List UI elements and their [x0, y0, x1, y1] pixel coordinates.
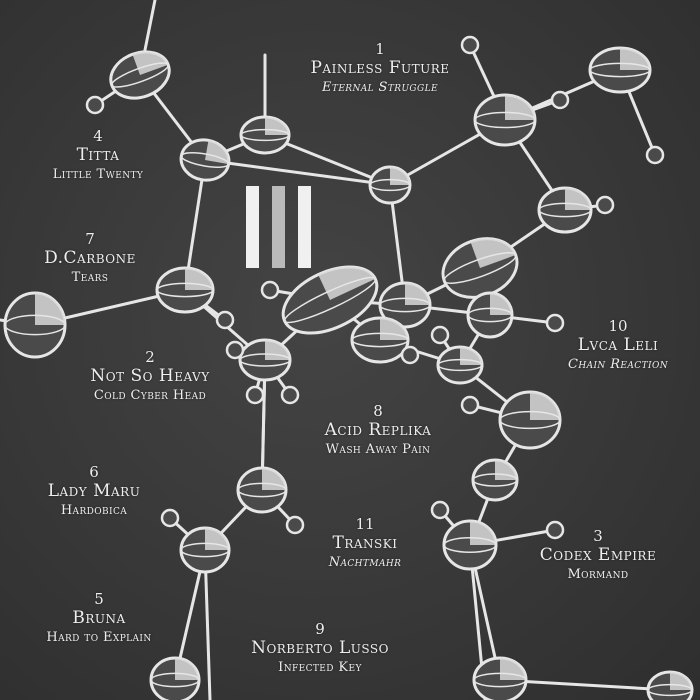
atom — [466, 291, 514, 339]
hydrogen-atom — [285, 515, 305, 535]
atom — [588, 46, 652, 94]
track-title: Mormand — [567, 567, 629, 582]
track-11: 11 Transki Nachtmahr — [255, 515, 475, 571]
track-number: 10 — [608, 317, 628, 335]
track-number: 8 — [373, 402, 383, 420]
atom — [238, 338, 292, 382]
hydrogen-atom — [280, 385, 300, 405]
atom — [442, 519, 498, 571]
track-title: Little Twenty — [52, 167, 144, 182]
track-artist: Painless Future — [310, 58, 450, 78]
track-10: 10 Lvca Leli Chain Reaction — [508, 317, 700, 373]
track-title: Infected Key — [278, 660, 362, 675]
track-number: 2 — [145, 348, 155, 366]
logo — [246, 186, 312, 268]
track-artist: Acid Replika — [324, 420, 432, 440]
hydrogen-atom — [430, 325, 450, 345]
track-4: 4 Titta Little Twenty — [0, 127, 208, 183]
track-artist: Titta — [76, 145, 120, 165]
track-artist: Transki — [332, 533, 398, 553]
hydrogen-atom — [550, 90, 570, 110]
atom — [179, 138, 231, 182]
track-title: Eternal Struggle — [322, 80, 438, 95]
track-number: 9 — [315, 620, 325, 638]
hydrogen-atom — [400, 345, 420, 365]
hydrogen-atom — [545, 520, 565, 540]
hydrogen-atom — [225, 340, 245, 360]
track-title: Tears — [71, 270, 109, 285]
track-9: 9 Norberto Lusso Infected Key — [210, 620, 430, 676]
track-number: 7 — [85, 230, 95, 248]
track-3: 3 Codex Empire Mormand — [488, 527, 700, 583]
track-number: 4 — [93, 127, 103, 145]
atom — [471, 458, 519, 502]
atom — [155, 266, 215, 314]
atom — [368, 165, 412, 205]
track-number: 6 — [89, 463, 99, 481]
atom — [109, 50, 171, 100]
track-6: 6 Lady Maru Hardobica — [0, 463, 204, 519]
atom — [149, 656, 201, 700]
track-artist: Codex Empire — [539, 545, 657, 565]
atom — [537, 186, 593, 234]
hydrogen-atom — [260, 280, 280, 300]
track-number: 3 — [593, 527, 603, 545]
track-7: 7 D.Carbone Tears — [0, 230, 200, 286]
track-title: Cold Cyber Head — [93, 388, 207, 403]
track-artist: Lvca Leli — [577, 335, 659, 355]
track-2: 2 Not So Heavy Cold Cyber Head — [40, 348, 260, 404]
hydrogen-atom — [245, 385, 265, 405]
hydrogen-atom — [460, 395, 480, 415]
track-number: 1 — [375, 40, 385, 58]
atom — [281, 265, 379, 335]
hydrogen-atom — [85, 95, 105, 115]
atom — [179, 526, 231, 574]
atom — [441, 237, 519, 299]
track-title: Wash Away Pain — [325, 442, 431, 457]
bond — [203, 548, 212, 700]
hydrogen-atom — [595, 195, 615, 215]
track-5: 5 Bruna Hard to Explain — [0, 590, 209, 646]
atom — [436, 345, 484, 385]
atom — [239, 115, 291, 155]
hydrogen-atom — [545, 313, 565, 333]
track-number: 5 — [94, 590, 104, 608]
bond — [498, 678, 672, 692]
atom — [646, 670, 694, 700]
track-number: 11 — [355, 515, 375, 533]
hydrogen-atom — [215, 310, 235, 330]
track-8: 8 Acid Replika Wash Away Pain — [268, 402, 488, 458]
track-title: Chain Reaction — [567, 357, 668, 372]
track-artist: Not So Heavy — [90, 366, 210, 386]
track-artist: Bruna — [72, 608, 126, 628]
track-artist: D.Carbone — [44, 248, 136, 268]
hydrogen-atom — [460, 35, 480, 55]
atom — [236, 466, 288, 514]
track-title: Hardobica — [60, 503, 128, 518]
track-1: 1 Painless Future Eternal Struggle — [270, 40, 490, 96]
hydrogen-atom — [430, 500, 450, 520]
atom — [498, 390, 562, 450]
track-title: Nachtmahr — [328, 555, 402, 570]
atom — [378, 281, 432, 329]
track-artist: Norberto Lusso — [251, 638, 389, 658]
atom — [3, 291, 67, 359]
atom — [473, 93, 537, 147]
hydrogen-atom — [160, 508, 180, 528]
track-artist: Lady Maru — [47, 481, 141, 501]
atom — [350, 316, 410, 364]
bond — [203, 158, 392, 187]
track-title: Hard to Explain — [46, 630, 152, 645]
hydrogen-atom — [645, 145, 665, 165]
atom — [472, 656, 528, 700]
